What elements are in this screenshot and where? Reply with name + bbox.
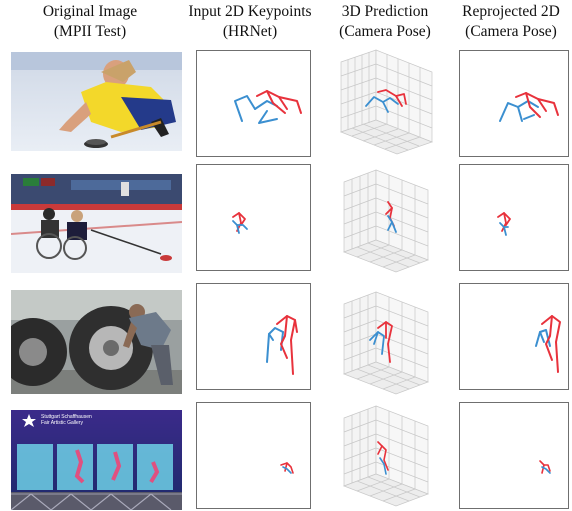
reprojected-2d-frame-row3	[459, 283, 569, 390]
stage-overlay-line1: Stuttgart Schaffhausen	[41, 414, 92, 420]
star-logo-icon	[22, 414, 36, 427]
header-3d-line1: 3D Prediction	[341, 3, 429, 20]
header-input-2d: Input 2D Keypoints (HRNet)	[175, 2, 325, 46]
skeleton-2d-row4	[280, 462, 294, 474]
header-3d-prediction: 3D Prediction (Camera Pose)	[320, 2, 450, 46]
cube-3d-row2	[343, 169, 429, 273]
header-original-line1: Original Image	[42, 3, 138, 20]
header-3d-line2: (Camera Pose)	[339, 23, 431, 40]
skeleton-reproj-row1	[499, 92, 559, 122]
skeleton-2d-row3	[266, 315, 298, 375]
cube-3d-row3	[343, 291, 429, 395]
skeleton-reproj-row4	[539, 460, 551, 474]
input-2d-frame-row2	[196, 164, 311, 271]
original-image-man-with-wheel	[11, 290, 182, 394]
stage-photo-svg: Stuttgart Schaffhausen Fair Artistic Gal…	[11, 410, 182, 510]
original-image-stage: Stuttgart Schaffhausen Fair Artistic Gal…	[11, 410, 182, 510]
header-reprojected-2d: Reprojected 2D (Camera Pose)	[448, 2, 572, 46]
header-reprojected-line2: (Camera Pose)	[465, 23, 557, 40]
curling-photo-svg	[11, 52, 182, 151]
reprojected-2d-frame-row1	[459, 50, 569, 157]
header-input-line1: Input 2D Keypoints	[188, 3, 312, 20]
skeleton-reproj-row3	[535, 315, 561, 373]
cube-3d-row1	[339, 49, 434, 155]
original-image-curling	[11, 52, 182, 151]
skeleton-reproj-row2	[497, 212, 511, 236]
skeleton-2d-row2	[232, 212, 248, 234]
pose-3d-row4	[328, 398, 446, 511]
skeleton-2d-row1	[234, 90, 302, 124]
cube-3d-row4	[343, 405, 429, 507]
header-input-line2: (HRNet)	[222, 23, 278, 40]
original-image-wheelchair-curling	[11, 174, 182, 273]
pose-3d-row2	[328, 160, 446, 278]
pose-3d-row3	[328, 282, 446, 400]
header-original-line2: (MPII Test)	[53, 23, 127, 40]
input-2d-frame-row3	[196, 283, 311, 390]
header-original-image: Original Image (MPII Test)	[20, 2, 160, 46]
header-reprojected-line1: Reprojected 2D	[462, 3, 560, 20]
input-2d-frame-row4	[196, 402, 311, 509]
wheelchair-photo-svg	[11, 174, 182, 273]
pose-3d-row1	[328, 42, 446, 160]
reprojected-2d-frame-row4	[459, 402, 569, 509]
wheel-photo-svg	[11, 290, 182, 394]
stage-overlay-line2: Fair Artistic Gallery	[41, 420, 83, 426]
reprojected-2d-frame-row2	[459, 164, 569, 271]
input-2d-frame-row1	[196, 50, 311, 157]
